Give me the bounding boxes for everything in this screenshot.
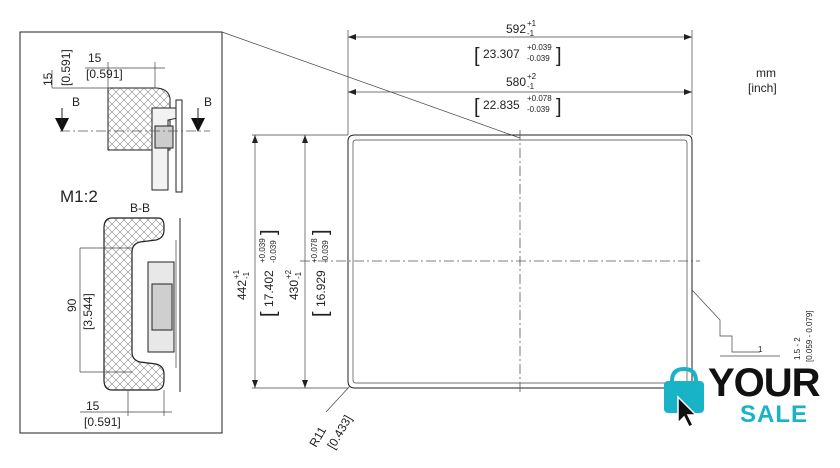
side-dim-mm: 1.5 - 2 <box>793 337 802 360</box>
your-sale-logo: YOUR SALE <box>662 361 832 433</box>
dim-top-vertical-mm: 15 <box>41 72 55 86</box>
dim-height-mm: 90 <box>65 298 79 312</box>
dim-top-horizontal-inch: [0.591] <box>86 67 123 81</box>
dim-outer-height-inch-sub: -0.039 <box>269 240 278 263</box>
units-mm: mm <box>756 66 776 80</box>
dim-top-horizontal-mm: 15 <box>88 51 102 65</box>
dim-inner-height-inch: 16.929 <box>314 270 328 307</box>
dim-outer-height-inch-sup: +0.039 <box>258 238 267 263</box>
bracket-left: [ <box>310 311 332 317</box>
bracket-left: [ <box>474 45 480 67</box>
dim-height-inch: [3.544] <box>81 293 95 330</box>
dim-outer-width-inch: 23.307 <box>483 47 520 61</box>
cut-arrow-left <box>55 118 69 132</box>
detail-leader-line <box>221 31 521 139</box>
arrow <box>302 135 308 143</box>
bracket-right: ] <box>556 96 562 118</box>
dim-outer-width-inch-sub: -0.039 <box>527 54 550 63</box>
dim-top-vertical-inch: [0.591] <box>59 49 73 86</box>
dim-bottom-inch: [0.591] <box>84 415 121 429</box>
dim-inner-width-mm-sub: -1 <box>527 82 535 91</box>
radius-inch: [0.433] <box>324 413 354 452</box>
dim-inner-height-mm-sub: -1 <box>294 271 303 279</box>
arrow <box>684 34 692 40</box>
logo-word-sale: SALE <box>740 401 809 428</box>
top-glass <box>175 99 183 193</box>
dim-outer-height-mm-sub: -1 <box>242 271 251 279</box>
dim-inner-width-inch: 22.835 <box>483 98 520 112</box>
dim-outer-width-mm: 592 <box>506 22 526 36</box>
top-seal-body <box>151 107 179 191</box>
arrow <box>348 89 356 95</box>
cut-label-right: B <box>204 95 212 109</box>
edge-detail-profile <box>691 289 760 353</box>
dim-inner-height-mm: 430 <box>287 280 301 300</box>
cut-arrow-right <box>191 118 205 132</box>
dim-inner-width-mm-sup: +2 <box>527 72 537 81</box>
detail-frame <box>19 31 223 434</box>
section-label: B-B <box>130 201 150 215</box>
logo-word-your: YOUR <box>708 361 821 405</box>
dim-bottom-mm: 15 <box>86 399 100 413</box>
arrow <box>252 135 258 143</box>
edge-dim-1: 1 <box>758 345 763 354</box>
dim-inner-height-inch-sub: -0.039 <box>321 240 330 263</box>
dim-inner-height-inch-sup: +0.078 <box>310 238 319 263</box>
bracket-right: ] <box>310 229 332 235</box>
bracket-left: [ <box>258 311 280 317</box>
section-frame-profile <box>103 217 165 391</box>
dim-inner-width-inch-sub: -0.039 <box>527 105 550 114</box>
detail-scale: M1:2 <box>60 187 98 206</box>
dim-outer-width-mm-sup: +1 <box>527 19 537 28</box>
dim-outer-height-mm: 442 <box>235 280 249 300</box>
side-dim-inch: [0.059 - 0.079] <box>805 310 814 362</box>
cut-label-left: B <box>72 95 80 109</box>
dim-outer-width-mm-sub: -1 <box>527 29 535 38</box>
dim-inner-width-mm: 580 <box>506 75 526 89</box>
bracket-right: ] <box>556 45 562 67</box>
dim-outer-height-inch: 17.402 <box>262 270 276 307</box>
shopping-bag-icon <box>664 367 704 429</box>
arrow <box>252 380 258 388</box>
bracket-right: ] <box>258 229 280 235</box>
top-seal-detail <box>154 125 174 149</box>
radius-leader <box>325 385 351 413</box>
dim-inner-height-mm-sup: +2 <box>284 269 293 279</box>
dim-outer-width-inch-sup: +0.039 <box>527 43 552 52</box>
arrow <box>348 34 356 40</box>
units-inch: [inch] <box>748 81 777 95</box>
section-seal-inner <box>151 283 173 331</box>
bracket-left: [ <box>474 96 480 118</box>
arrow <box>684 89 692 95</box>
arrow <box>302 380 308 388</box>
dim-outer-height-mm-sup: +1 <box>232 269 241 279</box>
dim-inner-width-inch-sup: +0.078 <box>527 94 552 103</box>
